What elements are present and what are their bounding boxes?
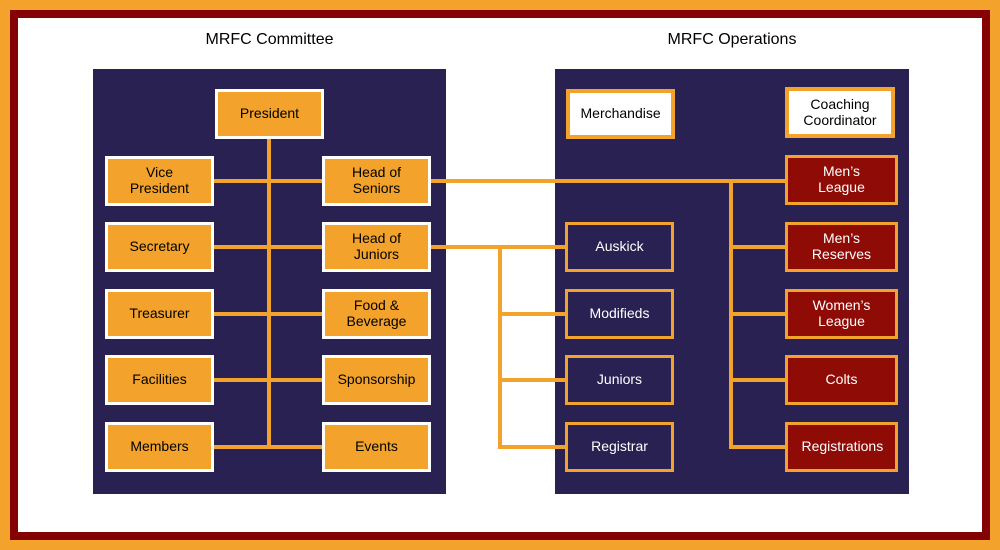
connector-row-facilities-sponsorship: [213, 378, 323, 382]
node-head-of-seniors: Head of Seniors: [322, 156, 431, 206]
operations-title: MRFC Operations: [667, 31, 797, 48]
node-mens-reserves-label: Men’s Reserves: [811, 230, 872, 262]
node-womens-league: Women’s League: [785, 289, 898, 339]
connector-row-vicepresident-seniors: [213, 179, 323, 183]
node-treasurer-label: Treasurer: [129, 305, 190, 322]
connector-juniors-trunk: [498, 245, 502, 449]
node-womens-league-label: Women’s League: [812, 297, 871, 329]
node-juniors: Juniors: [565, 355, 674, 405]
node-coaching-coordinator: Coaching Coordinator: [785, 87, 895, 138]
connector-branch-womensleague: [729, 312, 786, 316]
node-mens-league-label: Men’s League: [818, 163, 865, 195]
node-merchandise-label: Merchandise: [580, 105, 661, 122]
node-president-label: President: [239, 105, 300, 122]
node-registrar: Registrar: [565, 422, 674, 472]
node-auskick: Auskick: [565, 222, 674, 272]
node-events-label: Events: [355, 438, 398, 455]
node-events: Events: [322, 422, 431, 472]
node-president: President: [215, 89, 324, 139]
node-secretary: Secretary: [105, 222, 214, 272]
connector-branch-modifieds: [498, 312, 566, 316]
node-treasurer: Treasurer: [105, 289, 214, 339]
node-colts: Colts: [785, 355, 898, 405]
node-auskick-label: Auskick: [595, 238, 644, 255]
connector-row-members-events: [213, 445, 323, 449]
node-head-of-seniors-label: Head of Seniors: [351, 164, 402, 196]
connector-branch-registrar: [498, 445, 566, 449]
node-food-beverage-label: Food & Beverage: [346, 297, 407, 329]
node-modifieds: Modifieds: [565, 289, 674, 339]
node-colts-label: Colts: [825, 371, 858, 388]
node-facilities: Facilities: [105, 355, 214, 405]
node-vice-president-label: Vice President: [129, 164, 190, 196]
node-coaching-coordinator-label: Coaching Coordinator: [803, 95, 877, 128]
node-secretary-label: Secretary: [129, 238, 190, 255]
node-food-beverage: Food & Beverage: [322, 289, 431, 339]
node-vice-president: Vice President: [105, 156, 214, 206]
node-juniors-label: Juniors: [596, 371, 643, 388]
node-facilities-label: Facilities: [132, 371, 187, 388]
node-head-of-juniors-label: Head of Juniors: [351, 230, 402, 262]
node-registrar-label: Registrar: [591, 438, 648, 455]
committee-title: MRFC Committee: [205, 31, 334, 48]
node-sponsorship-label: Sponsorship: [337, 371, 416, 388]
node-merchandise: Merchandise: [566, 89, 675, 139]
connector-branch-colts: [729, 378, 786, 382]
connector-president-trunk: [267, 139, 271, 449]
node-registrations-label: Registrations: [801, 438, 884, 455]
node-head-of-juniors: Head of Juniors: [322, 222, 431, 272]
connector-row-secretary-juniors: [213, 245, 323, 249]
node-members-label: Members: [130, 438, 189, 455]
node-modifieds-label: Modifieds: [589, 305, 650, 322]
node-mens-league: Men’s League: [785, 155, 898, 205]
connector-row-treasurer-foodbeverage: [213, 312, 323, 316]
node-registrations: Registrations: [785, 422, 898, 472]
node-members: Members: [105, 422, 214, 472]
connector-branch-juniors: [498, 378, 566, 382]
node-sponsorship: Sponsorship: [322, 355, 431, 405]
connector-branch-mensreserves: [729, 245, 786, 249]
node-mens-reserves: Men’s Reserves: [785, 222, 898, 272]
connector-seniors-to-mensleague: [430, 179, 786, 183]
connector-branch-registrations: [729, 445, 786, 449]
